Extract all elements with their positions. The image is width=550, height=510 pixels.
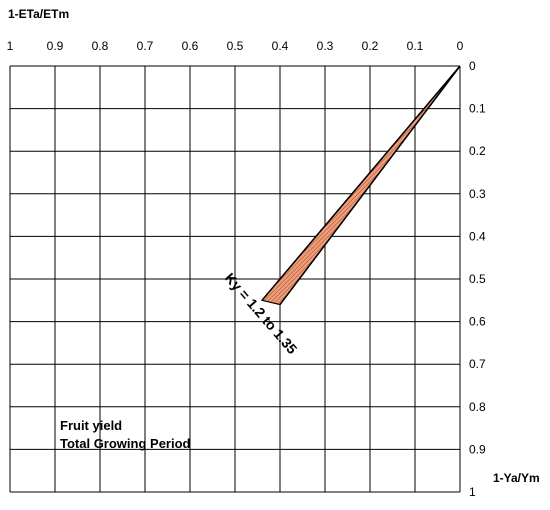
x-tick-label: 0 <box>457 39 464 53</box>
x-axis-ticks: 1 0.9 0.8 0.7 0.6 0.5 0.4 0.3 0.2 0.1 0 <box>7 39 464 53</box>
grid <box>9 65 461 493</box>
x-tick-label: 1 <box>7 39 14 53</box>
x-tick-label: 0.7 <box>137 39 154 53</box>
y-tick-label: 0.9 <box>469 442 486 456</box>
y-tick-label: 0.4 <box>469 229 486 243</box>
y-tick-label: 0.2 <box>469 144 486 158</box>
x-tick-label: 0.9 <box>47 39 64 53</box>
y-tick-label: 0.8 <box>469 400 486 414</box>
y-tick-label: 0.7 <box>469 357 486 371</box>
y-axis-ticks: 0 0.1 0.2 0.3 0.4 0.5 0.6 0.7 0.8 0.9 1 <box>469 59 486 499</box>
y-tick-label: 0.3 <box>469 187 486 201</box>
x-tick-label: 0.8 <box>92 39 109 53</box>
ky-line-upper <box>261 65 461 301</box>
x-tick-label: 0.6 <box>182 39 199 53</box>
x-axis-title: 1-ETa/ETm <box>8 7 69 21</box>
y-tick-label: 0.1 <box>469 102 486 116</box>
y-axis-title: 1-Ya/Ym <box>493 471 540 485</box>
x-tick-label: 0.3 <box>317 39 334 53</box>
y-tick-label: 0.6 <box>469 315 486 329</box>
y-tick-label: 0.5 <box>469 272 486 286</box>
ky-wedge <box>260 65 461 306</box>
y-tick-label: 1 <box>469 485 476 499</box>
y-tick-label: 0 <box>469 59 476 73</box>
annotation-growing-period: Total Growing Period <box>60 436 191 451</box>
x-tick-label: 0.4 <box>272 39 289 53</box>
x-tick-label: 0.2 <box>362 39 379 53</box>
annotation-fruit-yield: Fruit yield <box>60 418 122 433</box>
ky-line-lower <box>279 65 461 306</box>
x-tick-label: 0.5 <box>227 39 244 53</box>
x-tick-label: 0.1 <box>407 39 424 53</box>
